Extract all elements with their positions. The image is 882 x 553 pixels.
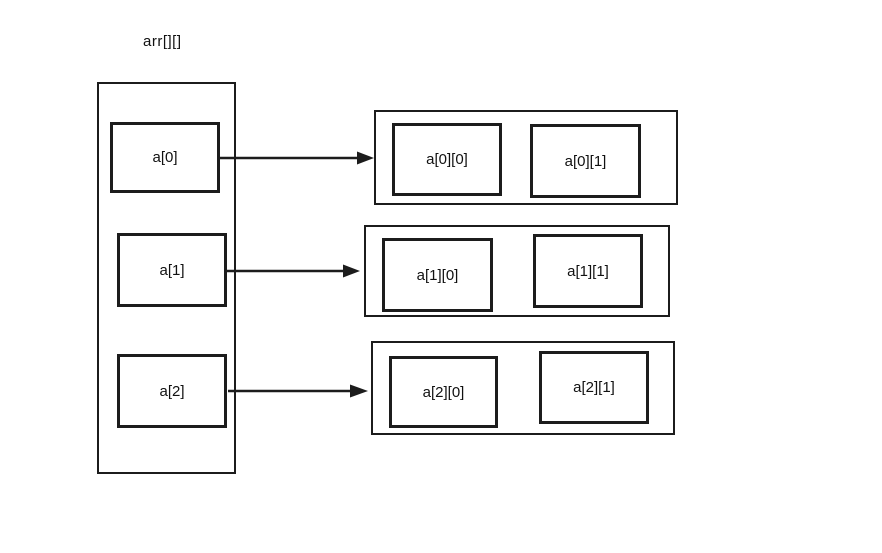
row-container-0: a[0][0] a[0][1] bbox=[374, 110, 678, 205]
arrow-right-icon-a2 bbox=[228, 384, 368, 398]
pointer-box-a1: a[1] bbox=[117, 233, 227, 307]
cell-a2-0: a[2][0] bbox=[389, 356, 498, 428]
cell-a1-1: a[1][1] bbox=[533, 234, 643, 308]
pointer-box-a0: a[0] bbox=[110, 122, 220, 193]
cell-a1-0: a[1][0] bbox=[382, 238, 493, 312]
cell-a0-0: a[0][0] bbox=[392, 123, 502, 196]
arrow-right-icon-a0 bbox=[220, 151, 374, 165]
diagram-title: arr[][] bbox=[143, 33, 182, 50]
cell-a0-1: a[0][1] bbox=[530, 124, 641, 198]
arrow-right-icon-a1 bbox=[227, 264, 360, 278]
pointer-box-a2: a[2] bbox=[117, 354, 227, 428]
row-container-1: a[1][0] a[1][1] bbox=[364, 225, 670, 317]
cell-a2-1: a[2][1] bbox=[539, 351, 649, 424]
row-container-2: a[2][0] a[2][1] bbox=[371, 341, 675, 435]
